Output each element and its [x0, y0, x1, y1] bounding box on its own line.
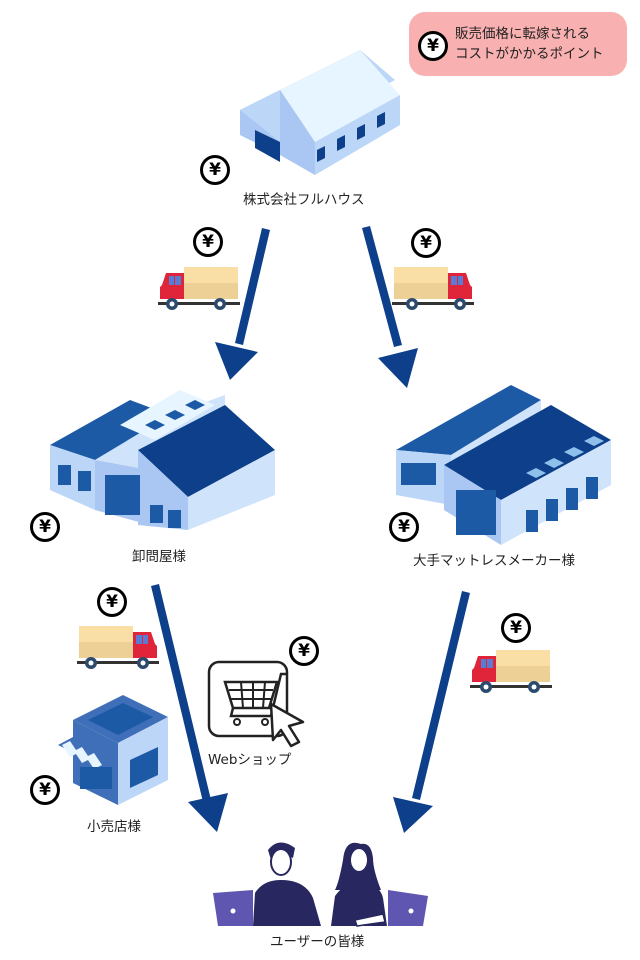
yen-circle-icon: ¥ — [418, 31, 448, 61]
node-label-wholesaler: 卸問屋様 — [132, 549, 186, 565]
arrow-manufacturer-to-wholesaler — [215, 228, 270, 380]
yen-circle-icon: ¥ — [30, 512, 60, 542]
truck-icon — [392, 267, 474, 310]
node-label-webshop: Webショップ — [208, 752, 292, 768]
node-label-manufacturer: 株式会社フルハウス — [243, 192, 365, 208]
factory-icon — [396, 385, 611, 545]
yen-circle-icon: ¥ — [200, 155, 230, 185]
node-label-mattress-maker: 大手マットレスメーカー様 — [413, 553, 575, 569]
yen-circle-icon: ¥ — [30, 775, 60, 805]
legend-text: 販売価格に転嫁される コストがかかるポイント — [455, 24, 604, 64]
yen-circle-icon: ¥ — [411, 228, 441, 258]
yen-circle-icon: ¥ — [97, 587, 127, 617]
warehouse-icon — [240, 50, 400, 175]
storefront-icon — [58, 695, 168, 805]
shopping-cart-icon — [207, 660, 305, 748]
truck-icon — [470, 650, 552, 693]
yen-circle-icon: ¥ — [501, 613, 531, 643]
truck-icon — [77, 626, 159, 669]
factory-icon — [50, 390, 275, 530]
people-icon — [213, 842, 428, 927]
arrow-wholesaler-to-users — [151, 584, 228, 832]
yen-circle-icon: ¥ — [193, 227, 223, 257]
yen-circle-icon: ¥ — [289, 636, 319, 666]
legend-line-1: 販売価格に転嫁される — [455, 26, 590, 42]
arrow-mattress-maker-to-users — [393, 591, 470, 833]
node-label-retailer: 小売店様 — [87, 819, 141, 835]
truck-icon — [158, 267, 240, 310]
legend-line-2: コストがかかるポイント — [455, 46, 604, 62]
legend-box: ¥ 販売価格に転嫁される コストがかかるポイント — [409, 12, 627, 76]
yen-circle-icon: ¥ — [389, 512, 419, 542]
node-label-users: ユーザーの皆様 — [270, 934, 365, 950]
arrow-manufacturer-to-mattress-maker — [362, 226, 418, 388]
